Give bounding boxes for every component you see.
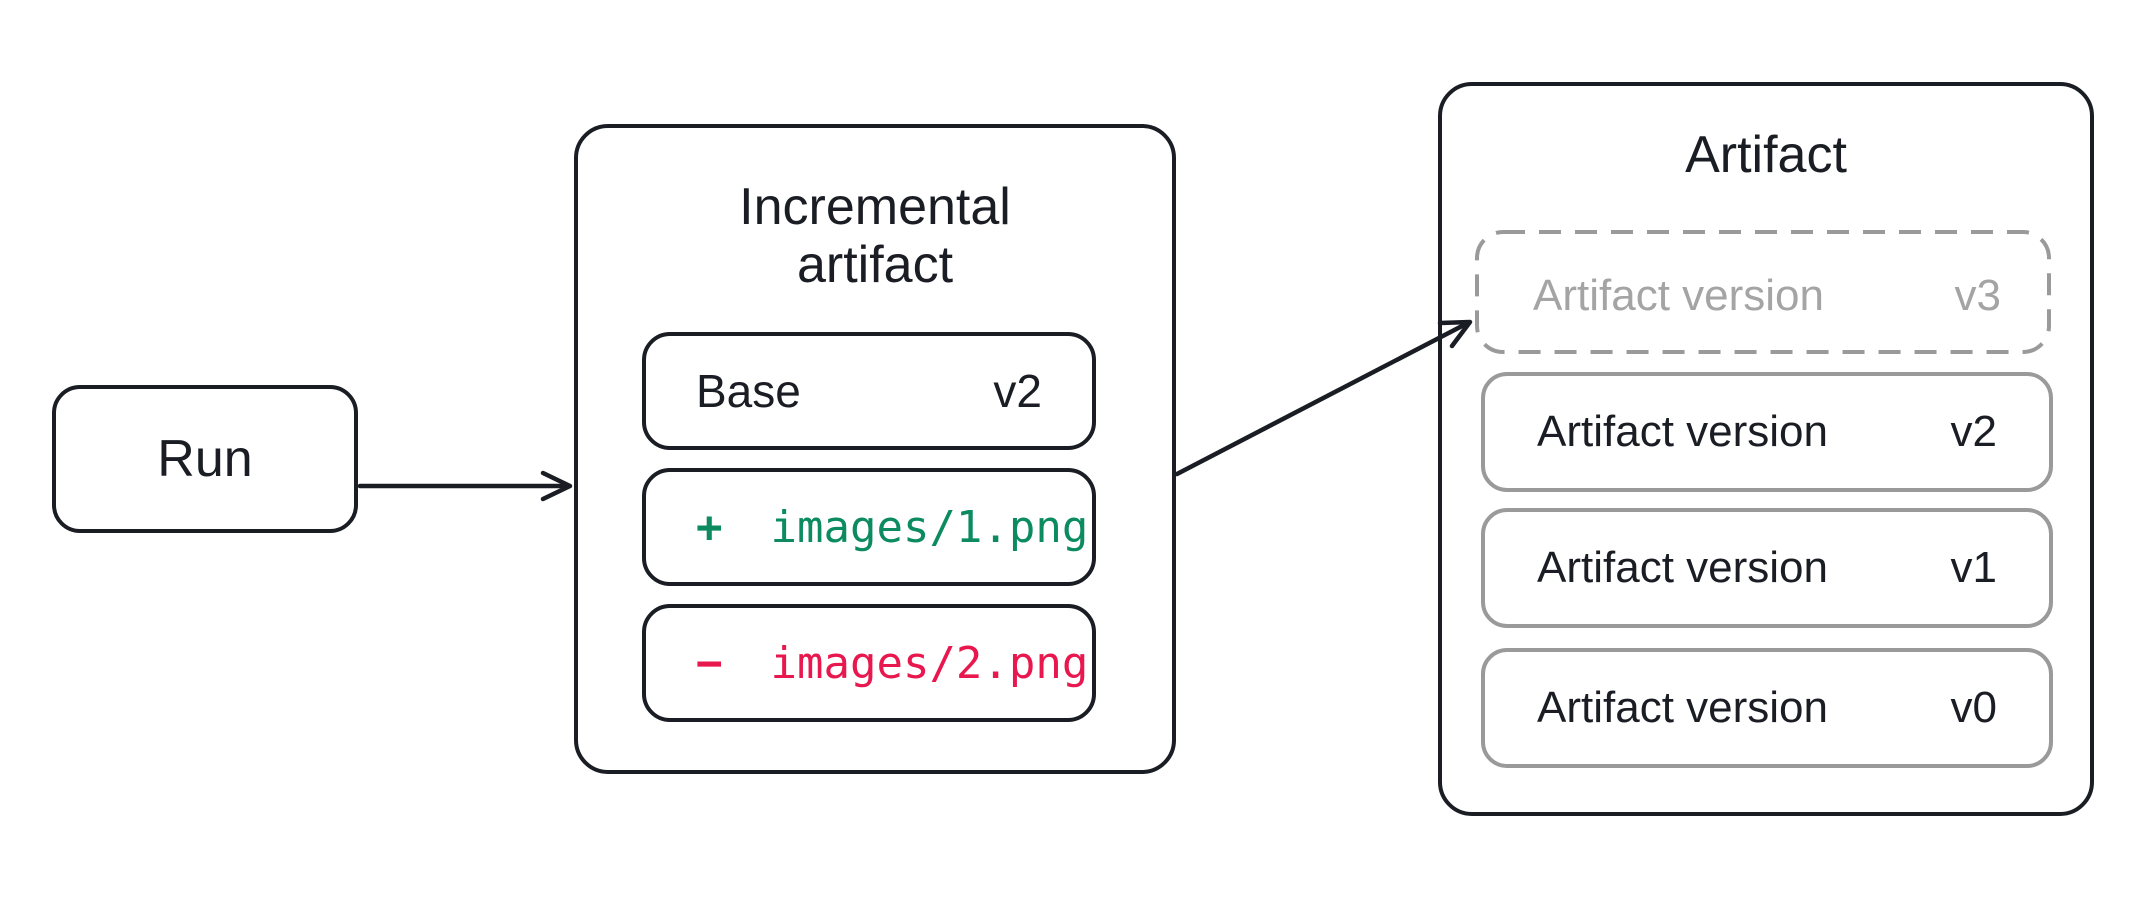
incremental-artifact-node: Incremental artifact Base v2 + images/1.… [574,124,1176,774]
added-file-path: images/1.png [770,501,1089,553]
artifact-title: Artifact [1685,126,1847,184]
run-node: Run [52,385,358,533]
artifact-version-row: Artifact version v1 [1481,508,2053,628]
artifact-version-row: Artifact version v0 [1481,648,2053,768]
incremental-artifact-title: Incremental artifact [578,178,1172,294]
base-chip-version: v2 [993,365,1042,417]
artifact-node: Artifact Artifact version v3 Artifact ve… [1438,82,2094,816]
run-node-label: Run [157,430,253,488]
added-file-chip: + images/1.png [642,468,1096,586]
artifact-version-label: Artifact version [1537,407,1828,456]
incremental-to-artifact-arrow [1174,322,1467,477]
artifact-version-label: Artifact version [1537,683,1828,732]
artifact-version-label: Artifact version [1533,271,1824,320]
minus-icon: − [696,637,723,689]
run-to-incremental-arrowhead-icon [540,470,573,502]
artifact-version-label: Artifact version [1537,543,1828,592]
incremental-artifact-title-line1: Incremental [739,178,1011,236]
artifact-version-number: v2 [1950,407,1997,456]
artifact-version-number: v0 [1950,683,1997,732]
artifact-version-row-pending: Artifact version v3 [1481,236,2053,356]
plus-icon: + [696,501,723,553]
removed-file-chip: − images/2.png [642,604,1096,722]
base-chip-label: Base [696,365,801,417]
artifact-version-number: v3 [1954,271,2001,320]
removed-file-path: images/2.png [770,637,1089,689]
base-version-chip: Base v2 [642,332,1096,450]
incremental-artifact-title-line2: artifact [796,236,954,294]
artifact-version-row: Artifact version v2 [1481,372,2053,492]
artifact-version-number: v1 [1950,543,1997,592]
